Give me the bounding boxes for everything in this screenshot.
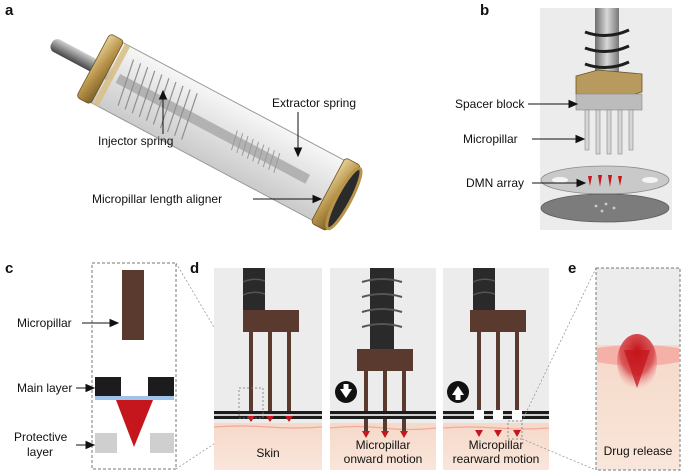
protective-layer-right xyxy=(150,433,174,453)
dmn-array-needles xyxy=(588,175,622,187)
label-dmn-array: DMN array xyxy=(466,176,525,190)
label-extractor-spring: Extractor spring xyxy=(272,96,357,110)
panel-c-microneedle xyxy=(116,400,153,447)
main-layer-right xyxy=(148,377,174,397)
panel-e-letter: e xyxy=(568,260,577,277)
extractor-spring xyxy=(231,130,281,173)
main-layer-blue xyxy=(95,396,174,400)
panel-d1-pillars xyxy=(249,332,291,412)
panel-c-letter: c xyxy=(5,260,14,277)
panel-a-letter: a xyxy=(5,2,14,19)
caption-drug-release: Drug release xyxy=(603,444,673,458)
panel-d-letter: d xyxy=(190,260,200,277)
zoom-lines-e xyxy=(521,267,597,471)
panel-c-micropillar xyxy=(122,270,144,340)
caption-rearward-1: Micropillar xyxy=(468,438,524,452)
caption-rearward-2: rearward motion xyxy=(452,452,540,466)
panel-d3-spacer xyxy=(470,310,526,332)
label-protective-2: layer xyxy=(27,445,54,459)
caption-onward-1: Micropillar xyxy=(355,438,411,452)
caption-onward-2: onward motion xyxy=(343,452,423,466)
panel-a-leaders xyxy=(158,89,323,204)
main-layer-left xyxy=(95,377,121,397)
protective-layer-left xyxy=(95,433,117,453)
rear-brass-cap xyxy=(77,34,124,104)
label-micropillar-length-aligner: Micropillar length aligner xyxy=(92,192,223,206)
label-main-layer: Main layer xyxy=(17,381,73,395)
caption-skin: Skin xyxy=(256,446,280,460)
label-micropillar-c: Micropillar xyxy=(17,316,72,330)
panel-c-leaders xyxy=(76,318,120,450)
panel-b-spring xyxy=(584,28,630,69)
panel-b-letter: b xyxy=(480,2,490,19)
panel-d2-spring xyxy=(361,278,403,328)
label-protective-1: Protective xyxy=(14,430,68,444)
label-spacer-block: Spacer block xyxy=(455,97,525,111)
panel-b-shaft xyxy=(595,8,619,74)
injector-spring xyxy=(117,59,198,140)
panel-d2-spacer xyxy=(357,349,413,371)
label-injector-spring: Injector spring xyxy=(98,134,174,148)
panel-c-zoom-box xyxy=(91,262,177,470)
dmn-disc-bottom xyxy=(540,193,670,223)
panel-b-leaders xyxy=(528,99,587,188)
panel-d2-pillars xyxy=(364,371,406,433)
panel-b-micropillars xyxy=(584,109,634,155)
panel-d1-spacer xyxy=(243,310,299,332)
aligner-face xyxy=(325,166,363,231)
panel-d3-pillars xyxy=(477,332,519,412)
label-micropillar-b: Micropillar xyxy=(463,132,518,146)
